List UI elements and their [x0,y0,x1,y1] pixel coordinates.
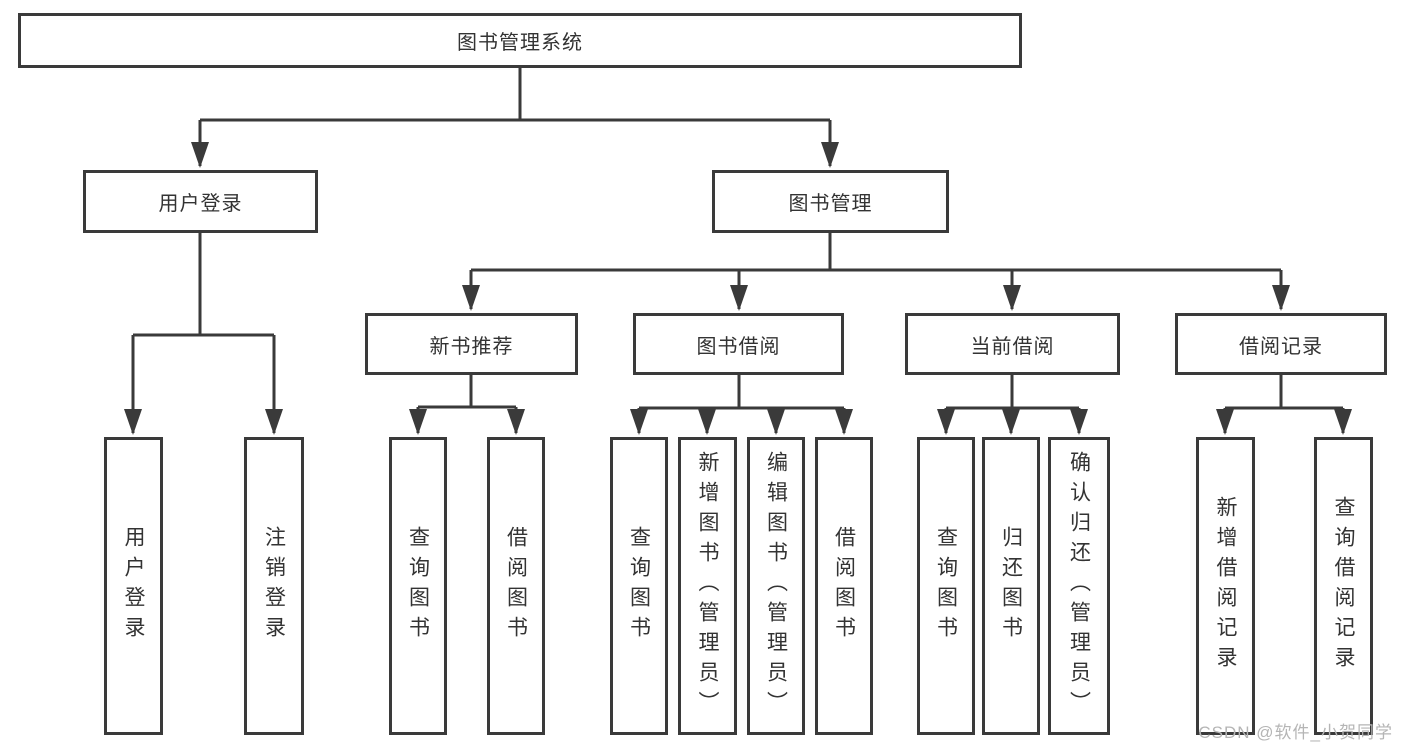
node-label: 图书管理系统 [457,32,583,54]
node-user-login: 用户登录 [83,170,318,233]
node-label: 借阅记录 [1239,335,1323,358]
leaf-add-borrow-record: 新增借阅记录 [1196,437,1255,735]
leaf-borrow-books: 借阅图书 [815,437,873,735]
connector-book-management-children [462,233,1290,311]
node-label: 当前借阅 [970,335,1055,358]
node-root-system: 图书管理系统 [18,13,1022,68]
leaf-add-books-admin: 新增图书（管理员） [678,437,737,735]
leaf-label: 新增借阅记录 [1214,496,1238,676]
node-label: 用户登录 [158,193,243,215]
node-borrow-records: 借阅记录 [1175,313,1387,375]
leaf-label: 新增图书（管理员） [696,451,720,721]
node-new-book-recommend: 新书推荐 [365,313,578,375]
leaf-label: 查询借阅记录 [1332,496,1356,676]
node-book-borrow: 图书借阅 [633,313,844,375]
leaf-label: 归还图书 [999,526,1023,646]
connector-root-to-level2 [191,68,839,168]
leaf-label: 查询图书 [934,526,958,646]
leaf-logout: 注销登录 [244,437,304,735]
leaf-label: 注销登录 [262,526,286,646]
leaf-borrow-books-recommend: 借阅图书 [487,437,545,735]
node-label: 图书借阅 [696,335,781,358]
leaf-label: 借阅图书 [504,526,528,646]
leaf-user-login: 用户登录 [104,437,163,735]
connector-new-book-recommend-children [409,375,525,435]
leaf-label: 编辑图书（管理员） [764,451,788,721]
connector-user-login-children [124,233,283,435]
leaf-label: 确认归还（管理员） [1067,451,1091,721]
leaf-label: 用户登录 [122,526,146,646]
leaf-label: 查询图书 [627,526,651,646]
leaf-label: 查询图书 [406,526,430,646]
leaf-edit-books-admin: 编辑图书（管理员） [747,437,805,735]
node-label: 新书推荐 [429,335,514,358]
connector-current-borrow-children [937,375,1088,435]
connector-borrow-records-children [1216,375,1352,435]
node-current-borrow: 当前借阅 [905,313,1120,375]
leaf-query-books-borrow: 查询图书 [610,437,668,735]
node-book-management: 图书管理 [712,170,949,233]
leaf-query-borrow-record: 查询借阅记录 [1314,437,1373,735]
leaf-return-books: 归还图书 [982,437,1040,735]
node-label: 图书管理 [788,193,873,215]
leaf-confirm-return-admin: 确认归还（管理员） [1048,437,1110,735]
leaf-label: 借阅图书 [832,526,856,646]
csdn-watermark: CSDN @软件_小贺同学 [1198,723,1393,742]
leaf-query-books-recommend: 查询图书 [389,437,447,735]
connector-book-borrow-children [630,375,853,435]
leaf-query-books-current: 查询图书 [917,437,975,735]
